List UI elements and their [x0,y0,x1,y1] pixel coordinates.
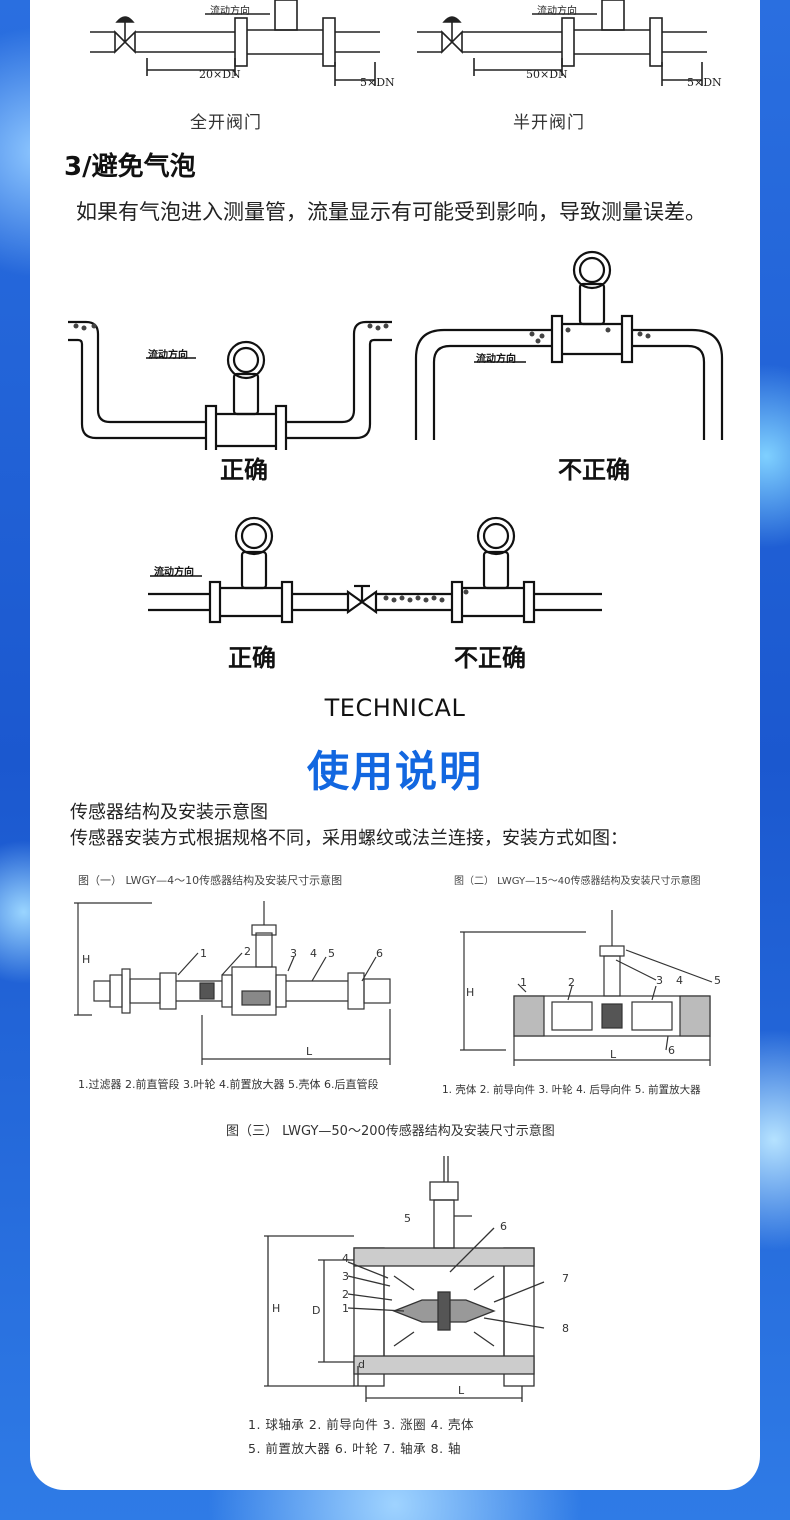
usage-title: 使用说明 [306,747,483,796]
figure2-dimension-l: L [610,1048,617,1061]
flow-direction-label: 流动方向 [476,354,516,365]
figure3-part-number: 1 [342,1302,349,1315]
figure1-part-number: 3 [290,947,297,960]
figure3-dimension-h: H [272,1302,281,1315]
usage-description-1: 传感器结构及安装示意图 [70,802,268,823]
figure1-dimension-h: H [82,953,91,966]
pipe-valve-diagram: 流动方向 [146,512,606,632]
flow-direction-label: 流动方向 [154,567,194,578]
valve-full-open-caption: 全开阀门 [190,113,262,133]
incorrect-label: 不正确 [454,644,526,672]
figure3-dimension-small-d: d [358,1358,365,1371]
figure1-diagram: H L 1 2 3 4 5 6 [72,895,412,1073]
section-heading: 3/避免气泡 [64,152,196,182]
figure3-part-number: 4 [342,1252,349,1265]
figure2-caption: 图（二） LWGY—15～40传感器结构及安装尺寸示意图 [454,876,701,887]
valve-half-open-diagram: 流动方向 50×DN 5×DN [412,0,722,100]
figure2-part-number: 6 [668,1044,675,1057]
figure3-legend-line2: 5. 前置放大器 6. 叶轮 7. 轴承 8. 轴 [248,1441,462,1456]
figure3-part-number: 3 [342,1270,349,1283]
figure3-caption: 图（三） LWGY—50～200传感器结构及安装尺寸示意图 [226,1124,555,1139]
figure3-part-number: 8 [562,1322,569,1335]
figure2-part-number: 3 [656,974,663,987]
figure3-diagram: H D d L 1 2 3 4 5 6 7 8 [254,1152,574,1408]
usage-description-2: 传感器安装方式根据规格不同，采用螺纹或法兰连接，安装方式如图： [70,828,628,849]
figure3-dimension-d: D [312,1304,321,1317]
figure3-dimension-l: L [458,1384,465,1397]
figure1-part-number: 2 [244,945,251,958]
valve-half-open-caption: 半开阀门 [513,113,585,133]
figure3-part-number: 6 [500,1220,507,1233]
figure1-caption: 图（一） LWGY—4～10传感器结构及安装尺寸示意图 [78,874,343,887]
figure2-part-number: 2 [568,976,575,989]
downstream-length-label: 5×DN [687,76,722,89]
figure2-part-number: 4 [676,974,683,987]
figure2-legend: 1. 壳体 2. 前导向件 3. 叶轮 4. 后导向件 5. 前置放大器 [442,1084,701,1096]
correct-label: 正确 [228,644,276,672]
downstream-length-label: 5×DN [360,76,395,89]
figure2-part-number: 1 [520,976,527,989]
figure3-part-number: 2 [342,1288,349,1301]
valve-full-open-diagram: 流动方向 20×DN 5×DN [85,0,395,100]
figure1-part-number: 5 [328,947,335,960]
figure3-legend-line1: 1. 球轴承 2. 前导向件 3. 涨圈 4. 壳体 [248,1417,475,1432]
upstream-length-label: 50×DN [526,68,568,81]
incorrect-label: 不正确 [558,456,630,484]
technical-label: TECHNICAL [324,694,466,722]
figure2-dimension-h: H [466,986,475,999]
upstream-length-label: 20×DN [199,68,241,81]
flow-direction-label: 流动方向 [148,350,188,361]
figure1-part-number: 4 [310,947,317,960]
figure1-part-number: 1 [200,947,207,960]
pipe-inverted-u-incorrect-diagram: 流动方向 [412,250,732,450]
figure3-part-number: 7 [562,1272,569,1285]
figure1-dimension-l: L [306,1045,313,1058]
figure1-legend: 1.过滤器 2.前直管段 3.叶轮 4.前置放大器 5.壳体 6.后直管段 [78,1078,379,1091]
flow-direction-label: 流动方向 [210,6,250,17]
pipe-u-correct-diagram: 流动方向 [66,310,396,450]
content-card: 流动方向 20×DN 5×DN 全开阀门 [30,0,760,1490]
section-paragraph: 如果有气泡进入测量管，流量显示有可能受到影响，导致测量误差。 [76,200,706,224]
figure3-part-number: 5 [404,1212,411,1225]
flow-direction-label: 流动方向 [537,6,577,17]
correct-label: 正确 [220,456,268,484]
figure2-diagram: H L 1 2 3 4 5 6 [456,900,726,1070]
figure1-part-number: 6 [376,947,383,960]
figure2-part-number: 5 [714,974,721,987]
